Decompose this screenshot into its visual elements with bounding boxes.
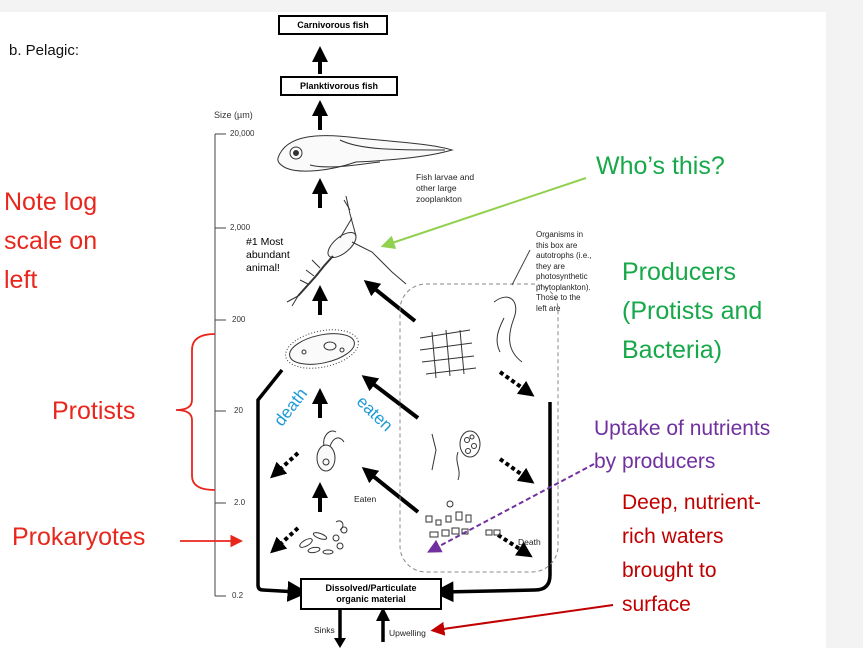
axis-title: Size (µm) [214,110,253,120]
fish-larva-drawing [277,135,454,172]
upwelling-label: Upwelling [389,628,426,638]
dissolved-line2: organic material [336,594,406,604]
producers-box [399,283,559,573]
tick-20000: 20,000 [230,129,255,138]
section-label: b. Pelagic: [9,42,80,59]
uptake-arrow [427,463,595,553]
size-axis [214,133,226,597]
tick-0-2: 0.2 [232,591,244,600]
protists-bracket [175,333,216,491]
protists-label: Protists [52,397,136,425]
whos-this-arrow [380,177,587,249]
most-abundant-caption: #1 Most abundant animal! [246,236,290,274]
dissolved-line1: Dissolved/Particulate [325,583,417,593]
tick-2000: 2,000 [230,223,251,232]
flagellate-drawing [316,430,345,472]
tick-20: 20 [234,406,243,415]
producers-label: Producers (Protists and Bacteria) [622,258,763,364]
fish-larvae-caption: Fish larvae and other large zooplankton [416,172,475,204]
dissolved-organic-box: Dissolved/Particulate organic material [300,578,442,610]
prokaryotes-label: Prokaryotes [12,523,146,551]
phytoplankton-drawings [419,296,523,538]
tick-200: 200 [232,315,246,324]
note-log-label: Note log scale on left [4,188,98,294]
deep-waters-label: Deep, nutrient- rich waters brought to s… [622,491,761,616]
slide-page [0,12,826,648]
uptake-label: Uptake of nutrients by producers [594,417,771,473]
dotted-arrows [270,370,535,558]
organisms-box-caption: Organisms in this box are autotrophs (i.… [536,230,592,313]
whos-this-label: Who’s this? [596,152,725,180]
upward-arrows [312,46,420,514]
carnivorous-fish-box: Carnivorous fish [278,15,388,35]
sinks-label: Sinks [314,625,335,635]
bacteria-drawing [299,520,348,555]
loop-lines [256,368,552,642]
death-small-label: Death [518,537,541,547]
tick-2: 2.0 [234,498,246,507]
copepod-drawing [286,195,407,307]
ciliate-drawing [285,329,359,369]
eaten-small-label: Eaten [354,494,377,504]
planktivorous-fish-box: Planktivorous fish [280,76,398,96]
deep-waters-arrow [430,604,614,636]
